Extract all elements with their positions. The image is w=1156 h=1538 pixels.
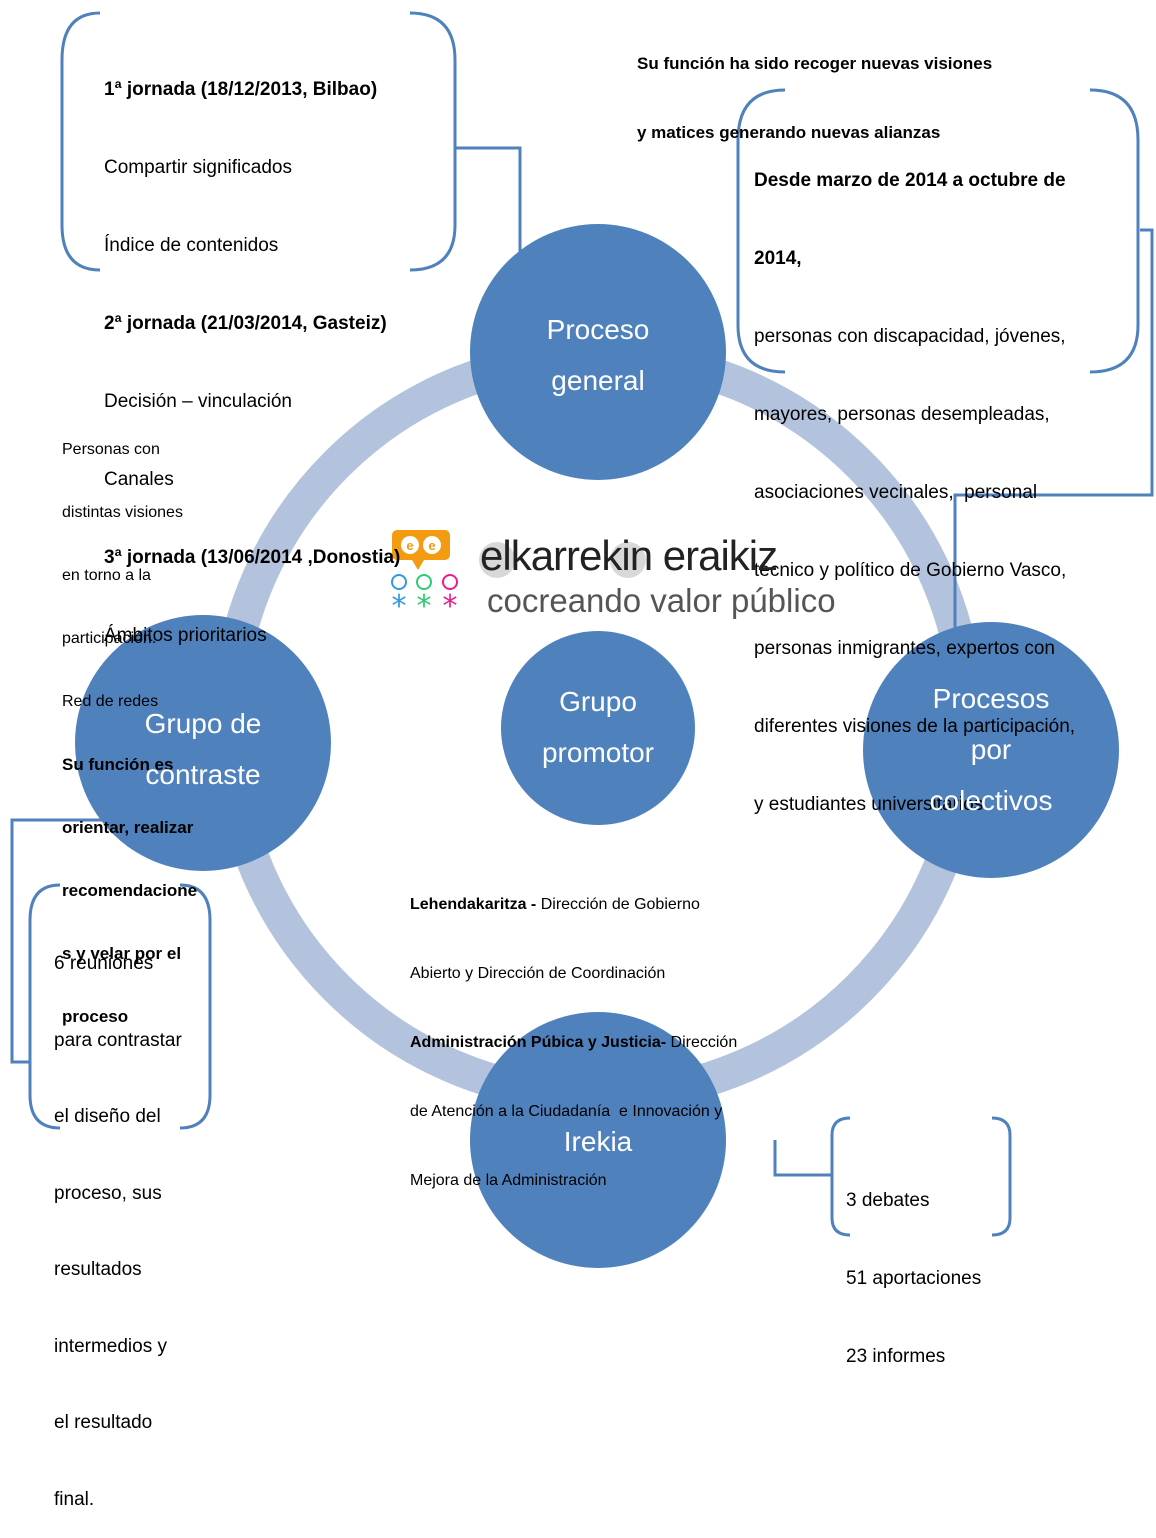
svg-text:e: e: [428, 538, 435, 553]
label-procesos-colectivos: Procesos por colectivos: [929, 683, 1053, 816]
diagram-canvas: e e * * *: [10, 11, 1154, 1268]
svg-text:*: *: [417, 589, 432, 624]
connector-colectivos: [953, 228, 1154, 630]
label-proceso-general: Proceso general: [546, 314, 650, 396]
jornadas-brackets: [60, 11, 457, 272]
svg-text:*: *: [392, 589, 407, 624]
label-grupo-promotor: Grupo promotor: [541, 686, 655, 768]
promotor-description: Lehendakaritza - Dirección de Gobierno A…: [410, 896, 738, 1189]
connector-jornadas: [455, 146, 522, 265]
connector-irekia: [773, 1140, 832, 1177]
jornada-3-title: 3ª jornada (13/06/2014 ,Donostia): [104, 547, 401, 568]
contraste-description: Personas con distintas visiones en torno…: [62, 441, 198, 1026]
colectivos-brackets: [736, 88, 1140, 374]
jornada-2-title: 2ª jornada (21/03/2014, Gasteiz): [104, 313, 387, 334]
svg-text:e: e: [406, 538, 413, 553]
circle-irekia: [470, 1012, 726, 1268]
reuniones-brackets: [28, 883, 212, 1130]
colectivos-box: Desde marzo de 2014 a octubre de 2014, p…: [754, 170, 1076, 815]
irekia-brackets: [830, 1116, 1012, 1237]
irekia-stats: 3 debates 51 aportaciones 23 informes: [846, 1190, 982, 1367]
logo-name: elkarrekin eraikiz: [480, 532, 778, 579]
circle-proceso-general: [470, 224, 726, 480]
logo-tagline: cocreando valor público: [487, 582, 836, 619]
circle-grupo-contraste: [75, 615, 331, 871]
label-irekia: Irekia: [563, 1126, 633, 1157]
circle-procesos-colectivos: [863, 622, 1119, 878]
label-grupo-contraste: Grupo de contraste: [144, 708, 262, 790]
top-function-text: Su función ha sido recoger nuevas vision…: [637, 54, 993, 142]
elkarrekin-logo-icon: e e * * *: [391, 530, 646, 624]
circle-grupo-promotor: [501, 631, 695, 825]
jornada-1-title: 1ª jornada (18/12/2013, Bilbao): [104, 79, 378, 100]
jornadas-box: 1ª jornada (18/12/2013, Bilbao) Comparti…: [104, 79, 401, 646]
svg-text:*: *: [443, 589, 458, 624]
reuniones-box: 6 reuniones para contrastar el diseño de…: [54, 953, 182, 1510]
